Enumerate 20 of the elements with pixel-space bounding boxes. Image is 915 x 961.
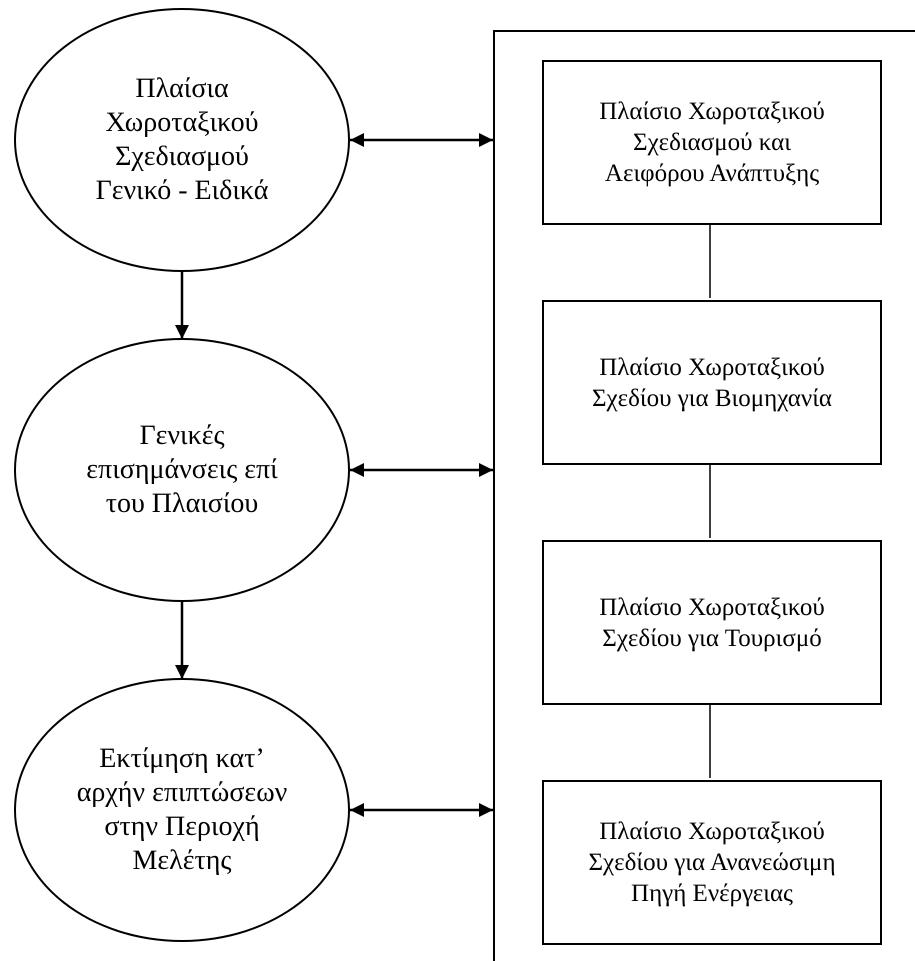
node-text: Πλαίσιο Χωροταξικού Σχεδίου για Τουρισμό	[598, 592, 826, 654]
arrow	[350, 803, 493, 817]
node-text: Γενικές επισημάνσεις επί του Πλαισίου	[85, 419, 279, 521]
node-text: Εκτίμηση κατ’ αρχήν επιπτώσεων στην Περιοχή Μελέτης	[76, 742, 288, 878]
connector-line	[709, 463, 711, 538]
node-text: Πλαίσιο Χωροταξικού Σχεδίου για Βιομηχανία	[590, 352, 834, 414]
node-text: Πλαίσια Χωροταξικού Σχεδιασμού Γενικό - Ειδικά	[94, 72, 270, 208]
arrow	[175, 271, 189, 339]
process-box	[542, 540, 882, 705]
process-box	[542, 300, 882, 465]
arrow	[175, 601, 189, 679]
arrow	[350, 133, 493, 147]
arrow	[350, 463, 493, 477]
process-box	[542, 60, 882, 225]
connector-line	[709, 703, 711, 778]
connector-line	[709, 223, 711, 298]
node-text: Πλαίσιο Χωροταξικού Σχεδιασμού και Αειφόρου Ανάπτυξης	[598, 97, 826, 189]
framework-panel	[493, 30, 915, 961]
process-box	[542, 780, 882, 945]
node-text: Πλαίσιο Χωροταξικού Σχεδίου για Ανανεώσιμη Πηγή Ενέργειας	[587, 817, 837, 909]
